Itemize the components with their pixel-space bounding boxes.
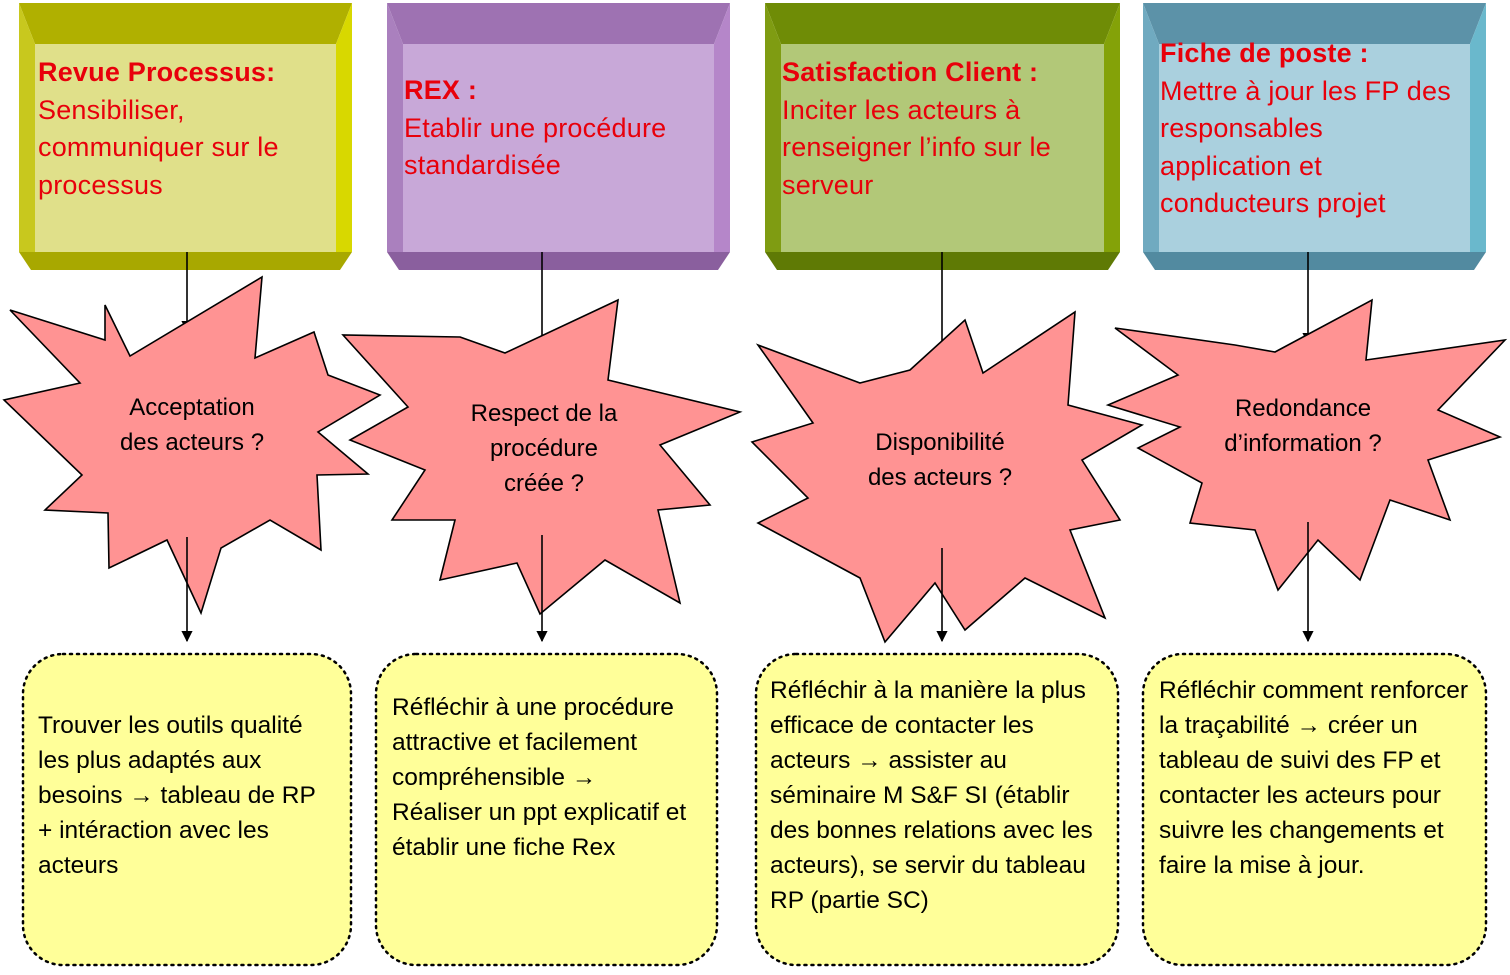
note-text-4: Réfléchir comment renforcer la traçabili… [1159, 677, 1469, 879]
note-text-1: Trouver les outils qualité les plus adap… [38, 712, 316, 879]
box-bottom-face [1143, 252, 1486, 270]
box-front-face [35, 44, 336, 252]
star-label-respect: Respect de la procédure créée ? [470, 400, 618, 497]
box-body: Etablir une procédure standardisée [404, 112, 667, 181]
box-left-face [1143, 3, 1159, 252]
box-body: Inciter les acteurs à renseigner l’info … [782, 94, 1051, 200]
box-title: Satisfaction Client : [782, 57, 1039, 87]
star-label-disponibilite: Disponibilité des acteurs ? [867, 429, 1013, 491]
box-top-face [19, 3, 352, 44]
box-body: Mettre à jour les FP des responsables ap… [1160, 75, 1451, 219]
box-top-face [387, 3, 730, 44]
box-text-satisfaction: Satisfaction Client : Inciter les acteur… [782, 54, 1100, 204]
note-box-2 [374, 652, 719, 967]
note-box-1 [21, 652, 353, 967]
box-bottom-face [387, 252, 730, 270]
star-label-acceptation: Acceptation des acteurs ? [119, 394, 265, 456]
box-right-face [714, 3, 730, 252]
star-label-redondance: Redondance d’information ? [1224, 395, 1382, 457]
box-title: Revue Processus: [38, 57, 276, 87]
process-box-revue [19, 3, 352, 270]
box-top-face [765, 3, 1120, 44]
box-bottom-face [19, 252, 352, 270]
box-title: REX : [404, 75, 478, 105]
box-front-face [403, 44, 714, 252]
process-box-rex [387, 3, 730, 270]
box-title: Fiche de poste : [1160, 38, 1369, 68]
box-front-face [1159, 44, 1470, 252]
process-box-fiche [1143, 3, 1486, 270]
box-top-face [1143, 3, 1486, 44]
box-text-rex: REX : Etablir une procédure standardisée [404, 72, 710, 185]
box-body: Sensibiliser, communiquer sur le process… [38, 94, 279, 200]
note-text-2: Réfléchir à une procédure attractive et … [392, 694, 687, 861]
box-right-face [336, 3, 352, 252]
box-text-revue: Revue Processus: Sensibiliser, communiqu… [38, 54, 330, 204]
box-left-face [19, 3, 35, 252]
box-right-face [1470, 3, 1486, 252]
star-burst-acceptation [2, 275, 382, 616]
star-burst-redondance [1105, 298, 1508, 592]
star-burst-disponibilite [750, 310, 1145, 644]
box-left-face [387, 3, 403, 252]
box-left-face [765, 3, 781, 252]
note-box-3 [754, 652, 1120, 967]
box-front-face [781, 44, 1104, 252]
note-box-4 [1141, 652, 1488, 967]
note-text-3: Réfléchir à la manière la plus efficace … [770, 677, 1093, 914]
box-right-face [1104, 3, 1120, 252]
star-burst-respect [341, 298, 743, 616]
box-text-fiche: Fiche de poste : Mettre à jour les FP de… [1160, 35, 1460, 223]
